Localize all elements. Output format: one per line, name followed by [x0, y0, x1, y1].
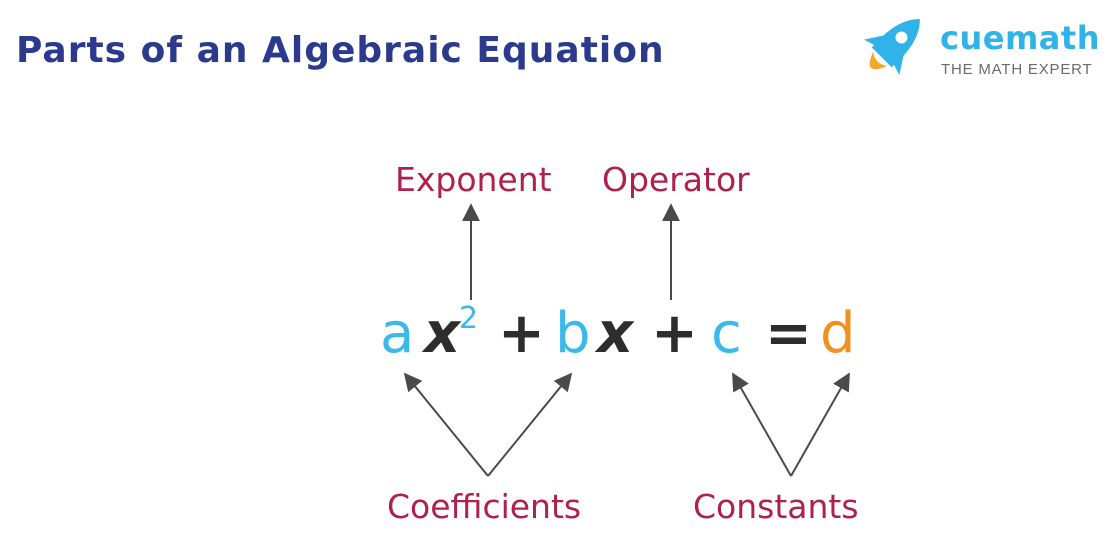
exponent-2: 2 — [459, 301, 479, 336]
arrow-constant-d — [790, 372, 850, 477]
label-coefficients: Coefficients — [387, 487, 582, 526]
term-a: a — [380, 301, 415, 366]
variable-x-2: x — [597, 301, 634, 366]
term-d: d — [820, 301, 856, 366]
variable-x-1: x — [424, 301, 461, 366]
operator-plus-2: + — [651, 301, 698, 366]
brand-logo: cuemath THE MATH EXPERT — [850, 6, 1110, 86]
operator-plus-1: + — [498, 301, 545, 366]
label-constants: Constants — [693, 487, 859, 526]
rocket-icon — [864, 19, 920, 75]
arrow-coefficient-a — [403, 372, 489, 477]
arrow-constant-c — [732, 372, 792, 477]
page-title: Parts of an Algebraic Equation — [16, 30, 665, 71]
rocket-window — [895, 31, 908, 44]
brand-name-math: math — [1004, 19, 1100, 57]
label-exponent: Exponent — [395, 160, 552, 199]
rocket-body — [871, 19, 920, 68]
arrow-coefficient-b — [487, 372, 573, 477]
operator-equals: = — [765, 301, 812, 366]
brand-tagline: THE MATH EXPERT — [941, 61, 1093, 78]
rocket-flame — [869, 51, 888, 70]
term-c: c — [711, 301, 742, 366]
brand-name: cuemath — [940, 22, 1100, 54]
term-b: b — [555, 301, 591, 366]
label-operator: Operator — [602, 160, 750, 199]
brand-name-cue: cue — [940, 19, 1005, 57]
